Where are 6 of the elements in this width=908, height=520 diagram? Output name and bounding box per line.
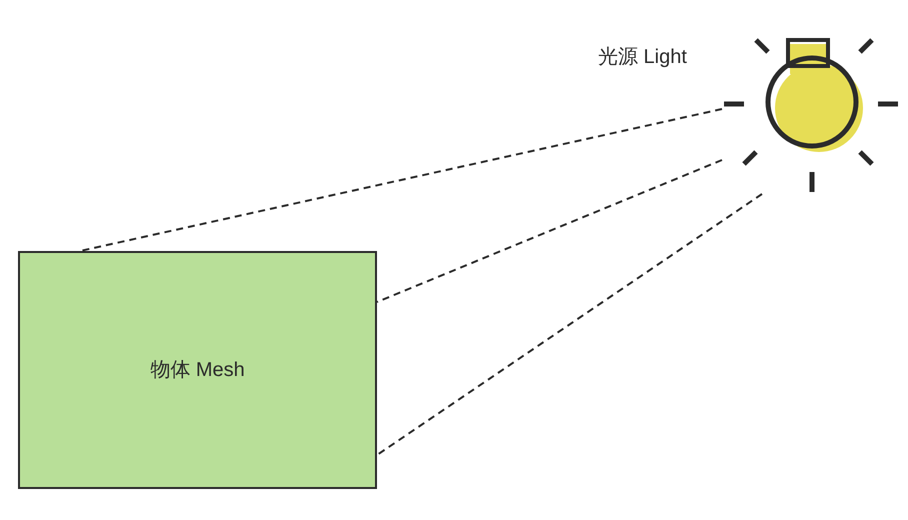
light-label: 光源 Light [598, 45, 687, 70]
node-label: 物体 Mesh [150, 358, 245, 383]
mesh-box [18, 251, 377, 489]
dashed-line [376, 193, 763, 456]
dashed-line [80, 108, 722, 252]
dashed-line [376, 159, 722, 303]
